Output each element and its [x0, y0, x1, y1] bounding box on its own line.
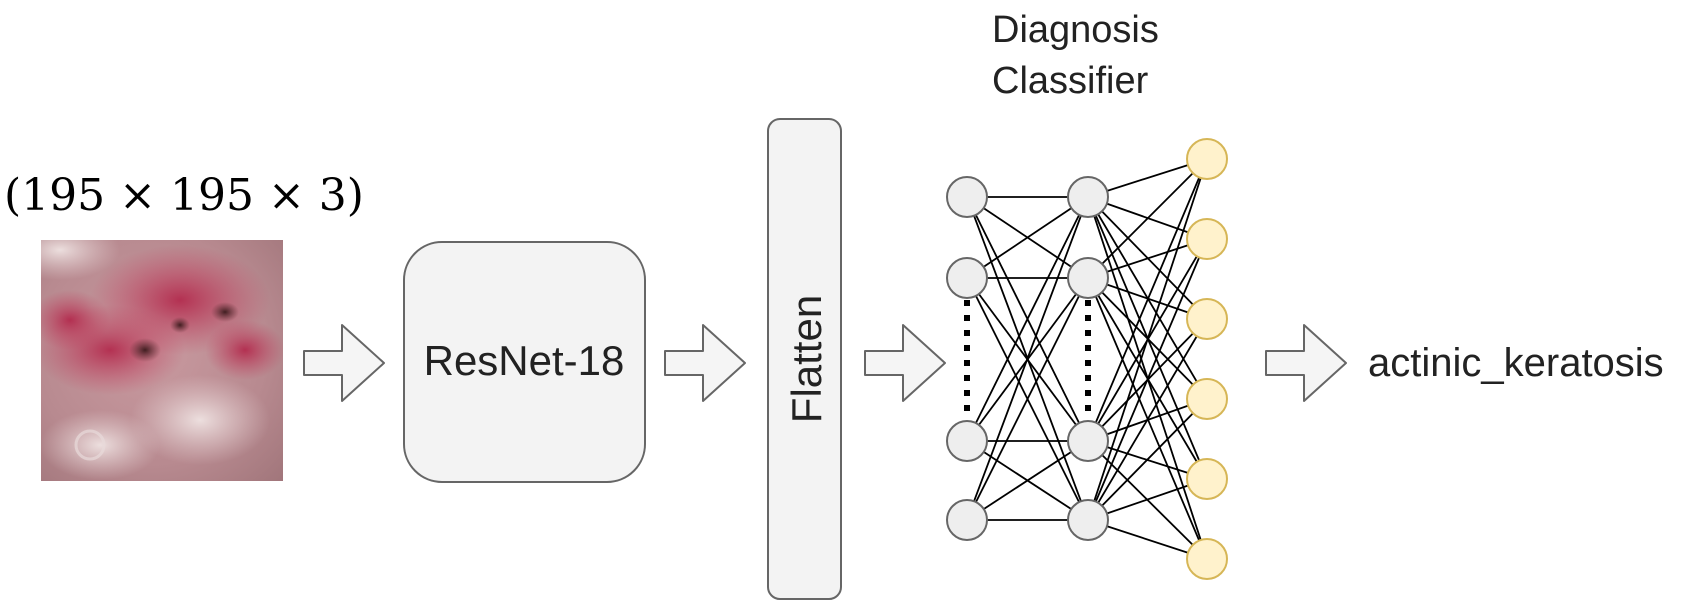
output-node: [1186, 458, 1228, 500]
connection-edge: [1087, 398, 1208, 521]
classifier-network: [946, 138, 1228, 580]
classifier-connections: [966, 158, 1208, 560]
connection-edge: [1087, 238, 1208, 521]
output-node: [1186, 138, 1228, 180]
connection-edge: [1087, 158, 1208, 442]
flow-arrow-1: [303, 324, 385, 402]
connection-edge: [966, 440, 1089, 521]
output-node: [1186, 298, 1228, 340]
connection-edge: [1087, 318, 1208, 521]
flatten-label: Flatten: [783, 295, 830, 423]
flow-arrow-4: [1265, 324, 1347, 402]
connection-edge: [966, 196, 1089, 279]
output-node: [1186, 218, 1228, 260]
hidden-node: [1067, 257, 1109, 299]
connection-edge: [966, 277, 1089, 521]
connection-edge: [1087, 158, 1208, 279]
classifier-title-line1: Diagnosis: [992, 9, 1159, 51]
flatten-block: [767, 118, 842, 600]
flow-arrow-3: [864, 324, 946, 402]
output-node: [1186, 538, 1228, 580]
input-image: [41, 240, 283, 481]
input-node: [946, 176, 988, 218]
input-node: [946, 499, 988, 541]
hidden-node: [1067, 176, 1109, 218]
resnet-label: ResNet-18: [424, 337, 625, 384]
hidden-node: [1067, 499, 1109, 541]
connection-edge: [966, 196, 1089, 442]
classifier-ellipsis: [964, 300, 1091, 420]
classifier-title-line2: Classifier: [992, 60, 1149, 102]
input-dimension-label: (195 × 195 × 3): [4, 170, 364, 221]
resnet-block: [403, 241, 646, 483]
connection-edge: [1087, 158, 1208, 521]
output-node: [1186, 378, 1228, 420]
input-node: [946, 420, 988, 462]
input-node: [946, 257, 988, 299]
hidden-node: [1067, 420, 1109, 462]
flow-arrow-2: [664, 324, 746, 402]
connection-edge: [966, 196, 1089, 521]
output-label: actinic_keratosis: [1368, 341, 1664, 385]
